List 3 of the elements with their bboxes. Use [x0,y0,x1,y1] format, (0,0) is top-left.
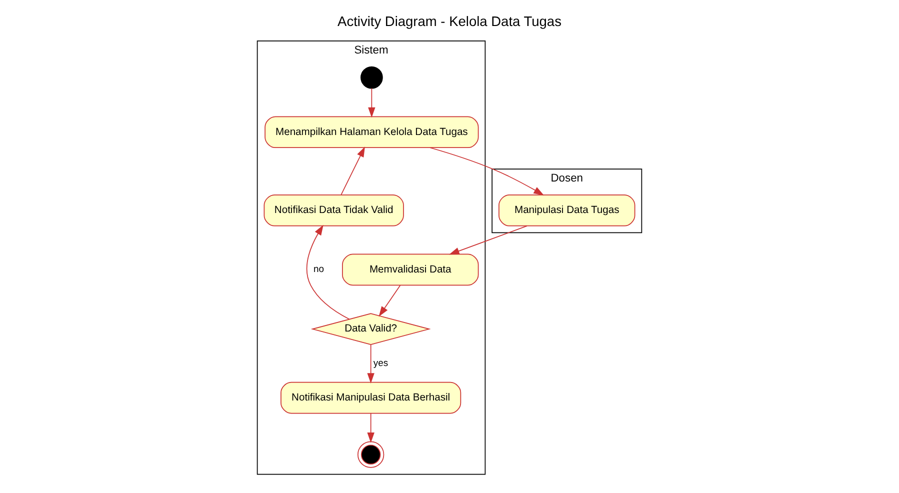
edge-label: yes [373,358,388,369]
diagram-title: Activity Diagram - Kelola Data Tugas [338,14,562,30]
edge-label: no [314,264,324,276]
